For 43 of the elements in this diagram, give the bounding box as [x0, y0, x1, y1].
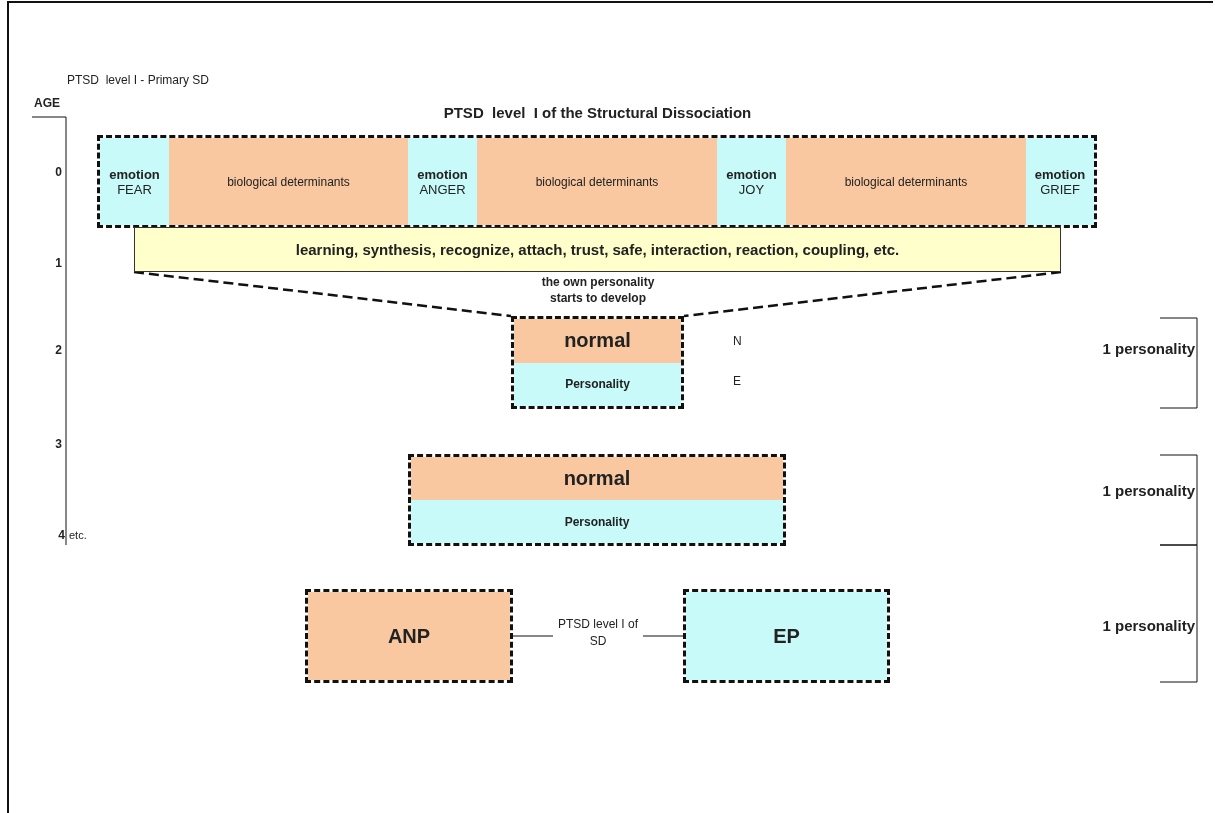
age-tick: 2: [55, 343, 62, 357]
learning-bar: [134, 227, 1061, 272]
dashed-group-box: [97, 135, 1097, 228]
bracket-label: 1 personality: [1102, 340, 1195, 357]
anp-box: [305, 589, 513, 683]
node-sublabel: Personality: [564, 514, 630, 529]
node-sublabel: Personality: [565, 377, 630, 392]
determinants-box: [477, 138, 717, 225]
age-tick: 1: [55, 256, 62, 270]
subtitle-text: PTSD level I - Primary SD: [67, 73, 210, 87]
node-label: emotion GRIEF: [1033, 166, 1087, 197]
emotion-box: [408, 138, 477, 225]
emotion-box: [1026, 138, 1094, 225]
node-label: biological determinants: [844, 174, 968, 189]
node-label: EP: [773, 624, 800, 648]
node-label: emotion JOY: [725, 166, 778, 197]
personality-box: [511, 316, 684, 409]
age-tick: 0: [55, 165, 62, 179]
node-label: emotion ANGER: [416, 166, 469, 197]
node-label: normal: [564, 329, 631, 353]
diagram-title: PTSD level I of the Structural Dissociation: [442, 104, 753, 121]
ep-box: [683, 589, 890, 683]
personality-box: [408, 454, 786, 546]
dashed-line: [133, 270, 512, 318]
age-tick: 3: [55, 437, 62, 451]
bracket-label: 1 personality: [1102, 617, 1195, 634]
node-label: biological determinants: [535, 174, 659, 189]
node-label: learning, synthesis, recognize, attach, trust, safe, interaction, reaction, coupling, etc.: [295, 241, 900, 258]
bracket-label: 1 personality: [1102, 482, 1195, 499]
determinants-box: [169, 138, 408, 225]
tick-note: etc.: [69, 529, 87, 541]
dashed-line: [683, 270, 1062, 318]
axis-title: AGE: [34, 96, 60, 110]
node-label: ANP: [387, 624, 431, 648]
node-label: normal: [563, 467, 631, 490]
determinants-box: [786, 138, 1026, 225]
side-letter: E: [733, 374, 741, 388]
side-letter: N: [733, 334, 742, 348]
node-label: emotion FEAR: [108, 166, 161, 197]
age-tick: 4: [58, 528, 65, 542]
emotion-box: [100, 138, 169, 225]
node-label: biological determinants: [227, 174, 350, 189]
emotion-box: [717, 138, 786, 225]
